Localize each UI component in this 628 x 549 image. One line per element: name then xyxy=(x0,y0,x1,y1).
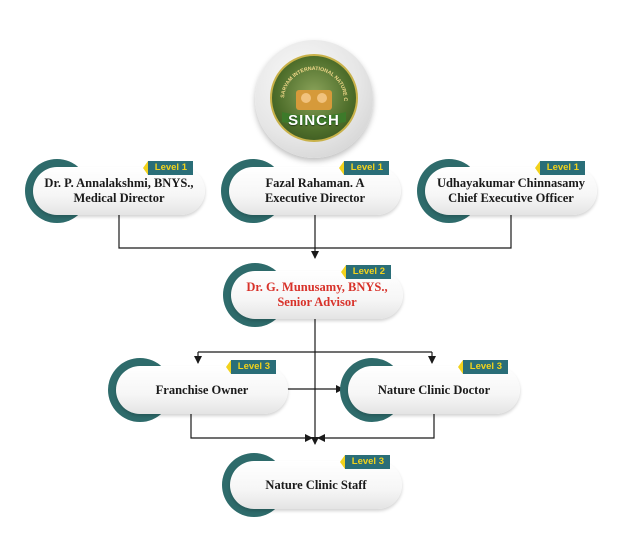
level-tag: Level 1 xyxy=(142,161,193,175)
node-card xyxy=(33,167,205,215)
node-card xyxy=(231,271,403,319)
node-card xyxy=(230,461,402,509)
level-tag: Level 3 xyxy=(339,455,390,469)
level-tag: Level 2 xyxy=(340,265,391,279)
node-card xyxy=(425,167,597,215)
logo-emblem: SARVAM INTERNATIONAL NATURE CURE HOSPITA… xyxy=(270,54,358,142)
node-executive-director: Level 1 Fazal Rahaman. A Executive Direc… xyxy=(221,159,401,223)
node-label: Udhayakumar Chinnasamy Chief Executive O… xyxy=(433,167,589,215)
node-label: Nature Clinic Doctor xyxy=(356,366,512,414)
node-senior-advisor: Level 2 Dr. G. Munusamy, BNYS., Senior A… xyxy=(223,263,403,327)
node-medical-director: Level 1 Dr. P. Annalakshmi, BNYS., Medic… xyxy=(25,159,205,223)
level-tag: Level 1 xyxy=(534,161,585,175)
node-label: Dr. G. Munusamy, BNYS., Senior Advisor xyxy=(239,271,395,319)
node-name: Franchise Owner xyxy=(155,382,249,397)
node-label: Fazal Rahaman. A Executive Director xyxy=(237,167,393,215)
node-title: Executive Director xyxy=(264,191,366,205)
sinch-logo: SARVAM INTERNATIONAL NATURE CURE HOSPITA… xyxy=(255,40,373,158)
connector-doctor-to-staff xyxy=(317,413,435,442)
node-card xyxy=(348,366,520,414)
logo-emblem-art: SARVAM INTERNATIONAL NATURE CURE HOSPITA… xyxy=(272,56,348,125)
level-tag: Level 3 xyxy=(457,360,508,374)
node-label: Franchise Owner xyxy=(124,366,280,414)
level-tag: Level 1 xyxy=(338,161,389,175)
node-title: Chief Executive Officer xyxy=(448,191,574,205)
node-label: Nature Clinic Staff xyxy=(238,461,394,509)
node-clinic-staff: Level 3 Nature Clinic Staff xyxy=(222,453,402,517)
node-name: Nature Clinic Staff xyxy=(265,477,367,492)
level-tag: Level 3 xyxy=(225,360,276,374)
node-title: Senior Advisor xyxy=(277,295,357,309)
node-ceo: Level 1 Udhayakumar Chinnasamy Chief Exe… xyxy=(417,159,597,223)
node-name: Nature Clinic Doctor xyxy=(377,382,491,397)
node-title: Medical Director xyxy=(73,191,165,205)
node-card xyxy=(116,366,288,414)
node-card xyxy=(229,167,401,215)
node-name: Fazal Rahaman. A xyxy=(265,176,365,190)
node-name: Dr. P. Annalakshmi, BNYS., xyxy=(44,176,194,190)
node-clinic-doctor: Level 3 Nature Clinic Doctor xyxy=(340,358,520,422)
connector-franchise-to-staff xyxy=(190,413,313,442)
node-name: Udhayakumar Chinnasamy xyxy=(436,176,586,190)
logo-wordmark: SINCH xyxy=(288,112,340,129)
node-franchise-owner: Level 3 Franchise Owner xyxy=(108,358,288,422)
node-name: Dr. G. Munusamy, BNYS., xyxy=(246,280,388,294)
node-label: Dr. P. Annalakshmi, BNYS., Medical Direc… xyxy=(41,167,197,215)
